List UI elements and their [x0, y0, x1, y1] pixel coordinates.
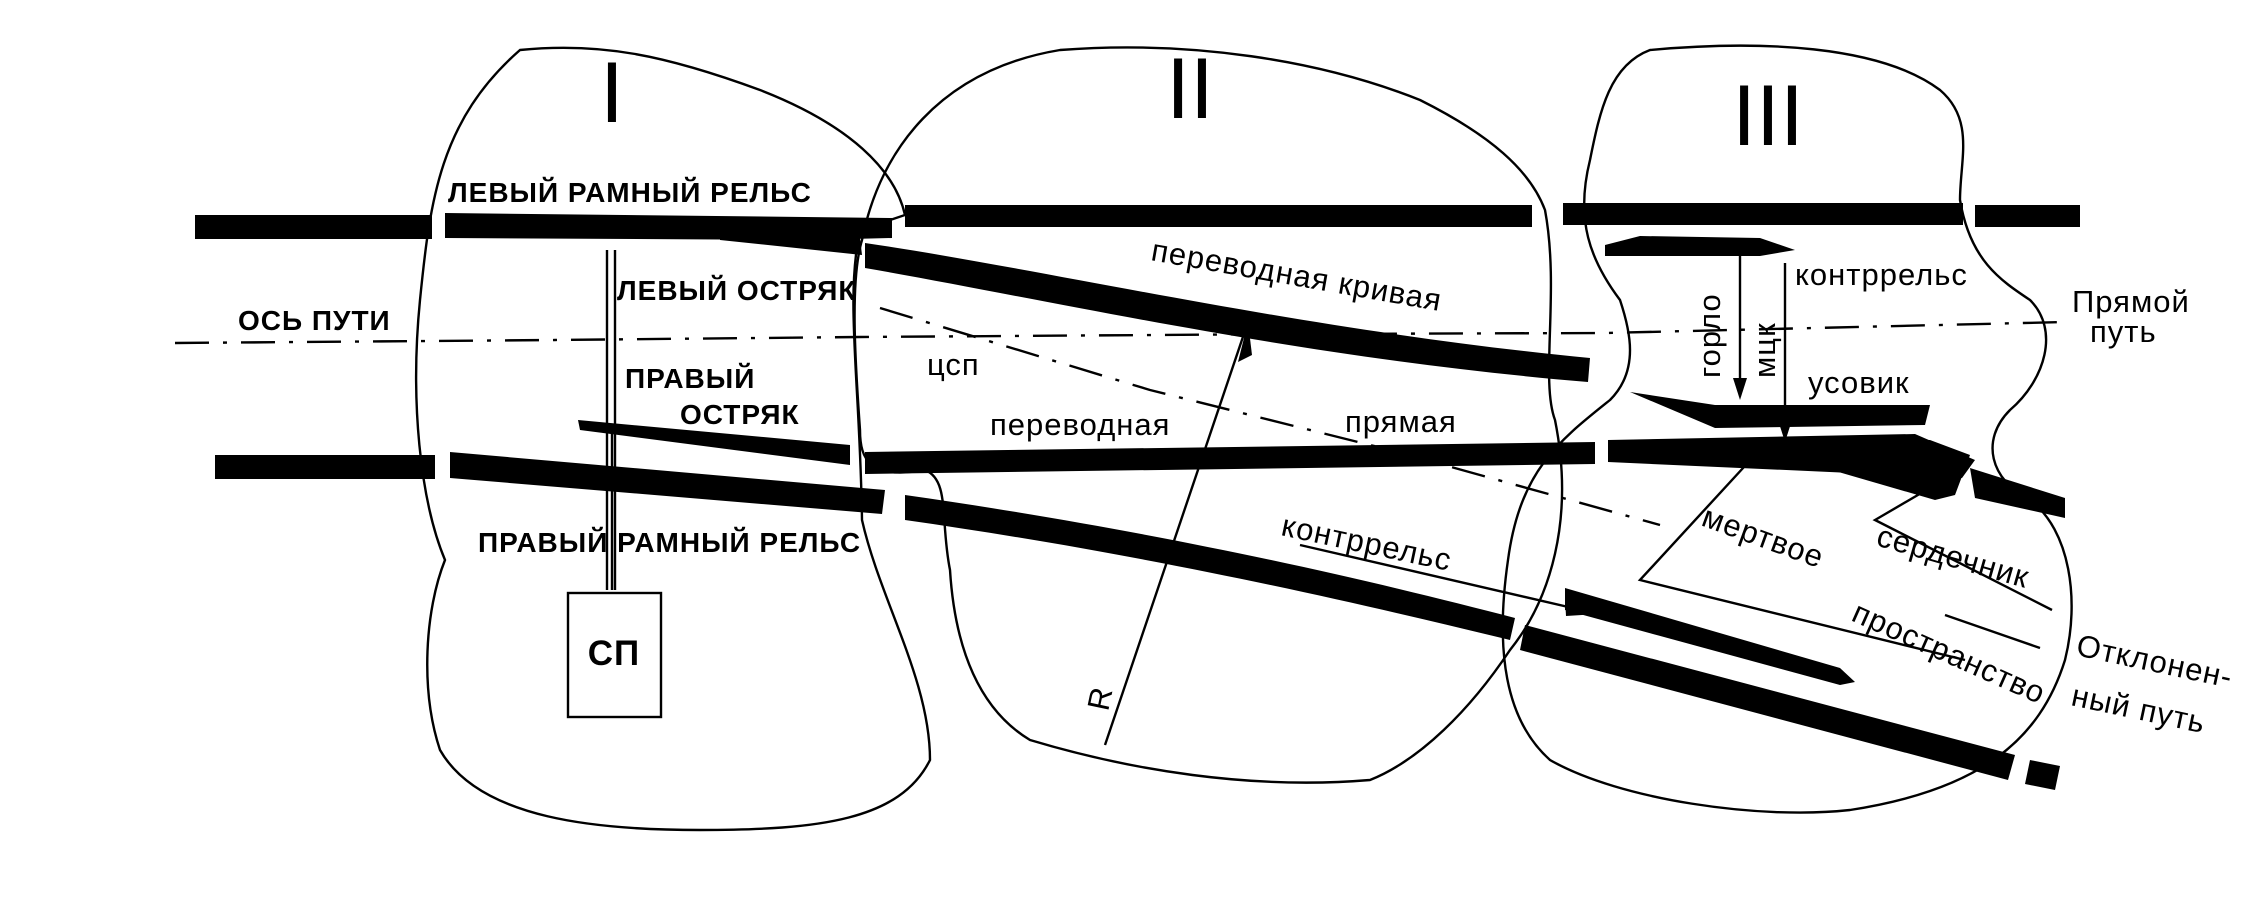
stock-rail-bottom-left-b: [450, 452, 885, 514]
dead-space-wedge: [1637, 454, 1966, 662]
label-right-switch-blade-1: ПРАВЫЙ: [625, 362, 755, 394]
label-mck: мцк: [1747, 322, 1782, 378]
diverging-rail-end: [2025, 760, 2060, 790]
guard-rail-upper: [1605, 236, 1795, 256]
zone-number-3: III: [1732, 68, 1804, 164]
label-straight-track-1: Прямой: [2072, 284, 2190, 319]
switch-drive-box: [566, 591, 663, 719]
label-wing-rail: усовик: [1808, 365, 1910, 400]
label-right-switch-blade-2: ОСТРЯК: [680, 399, 800, 430]
guard-arrow-lower-head: [1565, 598, 1598, 616]
dead-space-line: [1944, 613, 2041, 650]
frog: [1760, 440, 1970, 500]
zone-number-2: II: [1166, 41, 1214, 137]
switch-blade-right: [578, 420, 850, 465]
stock-rail-bottom-end: [1970, 468, 2065, 518]
label-track-axis: ОСЬ ПУТИ: [238, 305, 391, 336]
label-transition-straight-1: переводная: [990, 407, 1170, 442]
label-radius: R: [1081, 683, 1120, 713]
label-frog: сердечник: [1873, 518, 2033, 595]
transition-straight-line: [879, 306, 1661, 527]
zone-outline-1: [414, 46, 932, 832]
wing-rail: [1630, 392, 1930, 428]
label-switch-center: цсп: [927, 347, 980, 382]
zone-outline-2: [853, 46, 1564, 784]
diverging-rail-zone3: [1520, 625, 2015, 780]
label-throat: горло: [1692, 293, 1727, 378]
stock-rail-bottom-straight: [865, 442, 1595, 474]
label-left-switch-blade: ЛЕВЫЙ ОСТРЯК: [617, 274, 856, 306]
stock-rail-top-end: [1975, 205, 2080, 227]
stock-rail-bottom-left-a: [215, 455, 435, 479]
switch-blade-left: [720, 225, 862, 255]
radius-line: [1103, 321, 1250, 746]
label-straight-track-2: путь: [2090, 314, 2157, 349]
label-transition-straight-2: прямая: [1345, 404, 1457, 439]
transition-curve-rail: [865, 243, 1590, 382]
throat-arrow-head: [1733, 378, 1747, 400]
label-dead-space-2: пространство: [1847, 594, 2051, 710]
guard-arrow-lower-line: [1299, 543, 1591, 614]
label-guard-rail-upper: контррельс: [1795, 257, 1968, 292]
label-right-stock-rail: ПРАВЫЙ РАМНЫЙ РЕЛЬС: [478, 526, 861, 558]
label-switch-drive: СП: [588, 634, 640, 673]
label-dead-space-1: мертвое: [1698, 499, 1829, 575]
guard-rail-lower: [1565, 588, 1855, 685]
transition-curve-rail-lower: [905, 495, 1515, 640]
label-diverging-track-2: ный путь: [2069, 678, 2209, 741]
label-guard-rail-lower: контррельс: [1279, 508, 1455, 578]
stock-rail-top-right: [905, 205, 1532, 227]
radius-arrow: [1238, 322, 1252, 362]
zone-outline-3: [1501, 44, 2073, 814]
stock-rail-top-zone3: [1563, 203, 1963, 225]
mck-arrow-head: [1778, 420, 1792, 442]
stock-rail-top-left-a: [195, 215, 432, 239]
frog-pointer: [1872, 483, 2053, 612]
zone-number-1: I: [600, 45, 624, 141]
label-left-stock-rail: ЛЕВЫЙ РАМНЫЙ РЕЛЬС: [448, 176, 812, 208]
